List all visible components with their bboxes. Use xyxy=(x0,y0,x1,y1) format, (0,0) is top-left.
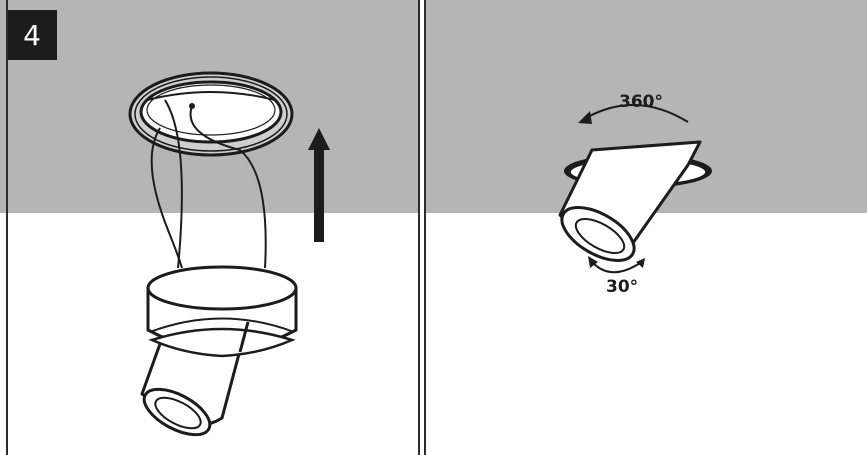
spot-head xyxy=(558,140,702,262)
support-wires xyxy=(150,99,267,269)
arrow-up-icon xyxy=(308,128,330,242)
tilt-30-label: 30° xyxy=(606,277,638,297)
frame-left-edge xyxy=(6,0,8,455)
step-number-badge: 4 xyxy=(7,10,57,60)
rotate-arrow-icon xyxy=(578,103,689,124)
luminaire xyxy=(140,265,298,437)
install-illustration xyxy=(128,71,330,437)
adjust-illustration: 360° 30° xyxy=(558,92,712,297)
tilt-arrow-icon xyxy=(588,256,645,274)
panel-divider xyxy=(418,0,420,455)
panel-install: 4 xyxy=(0,0,418,455)
panel-adjust: 360° 30° xyxy=(426,0,867,455)
panel-divider xyxy=(424,0,426,455)
rotation-360-label: 360° xyxy=(619,92,663,112)
